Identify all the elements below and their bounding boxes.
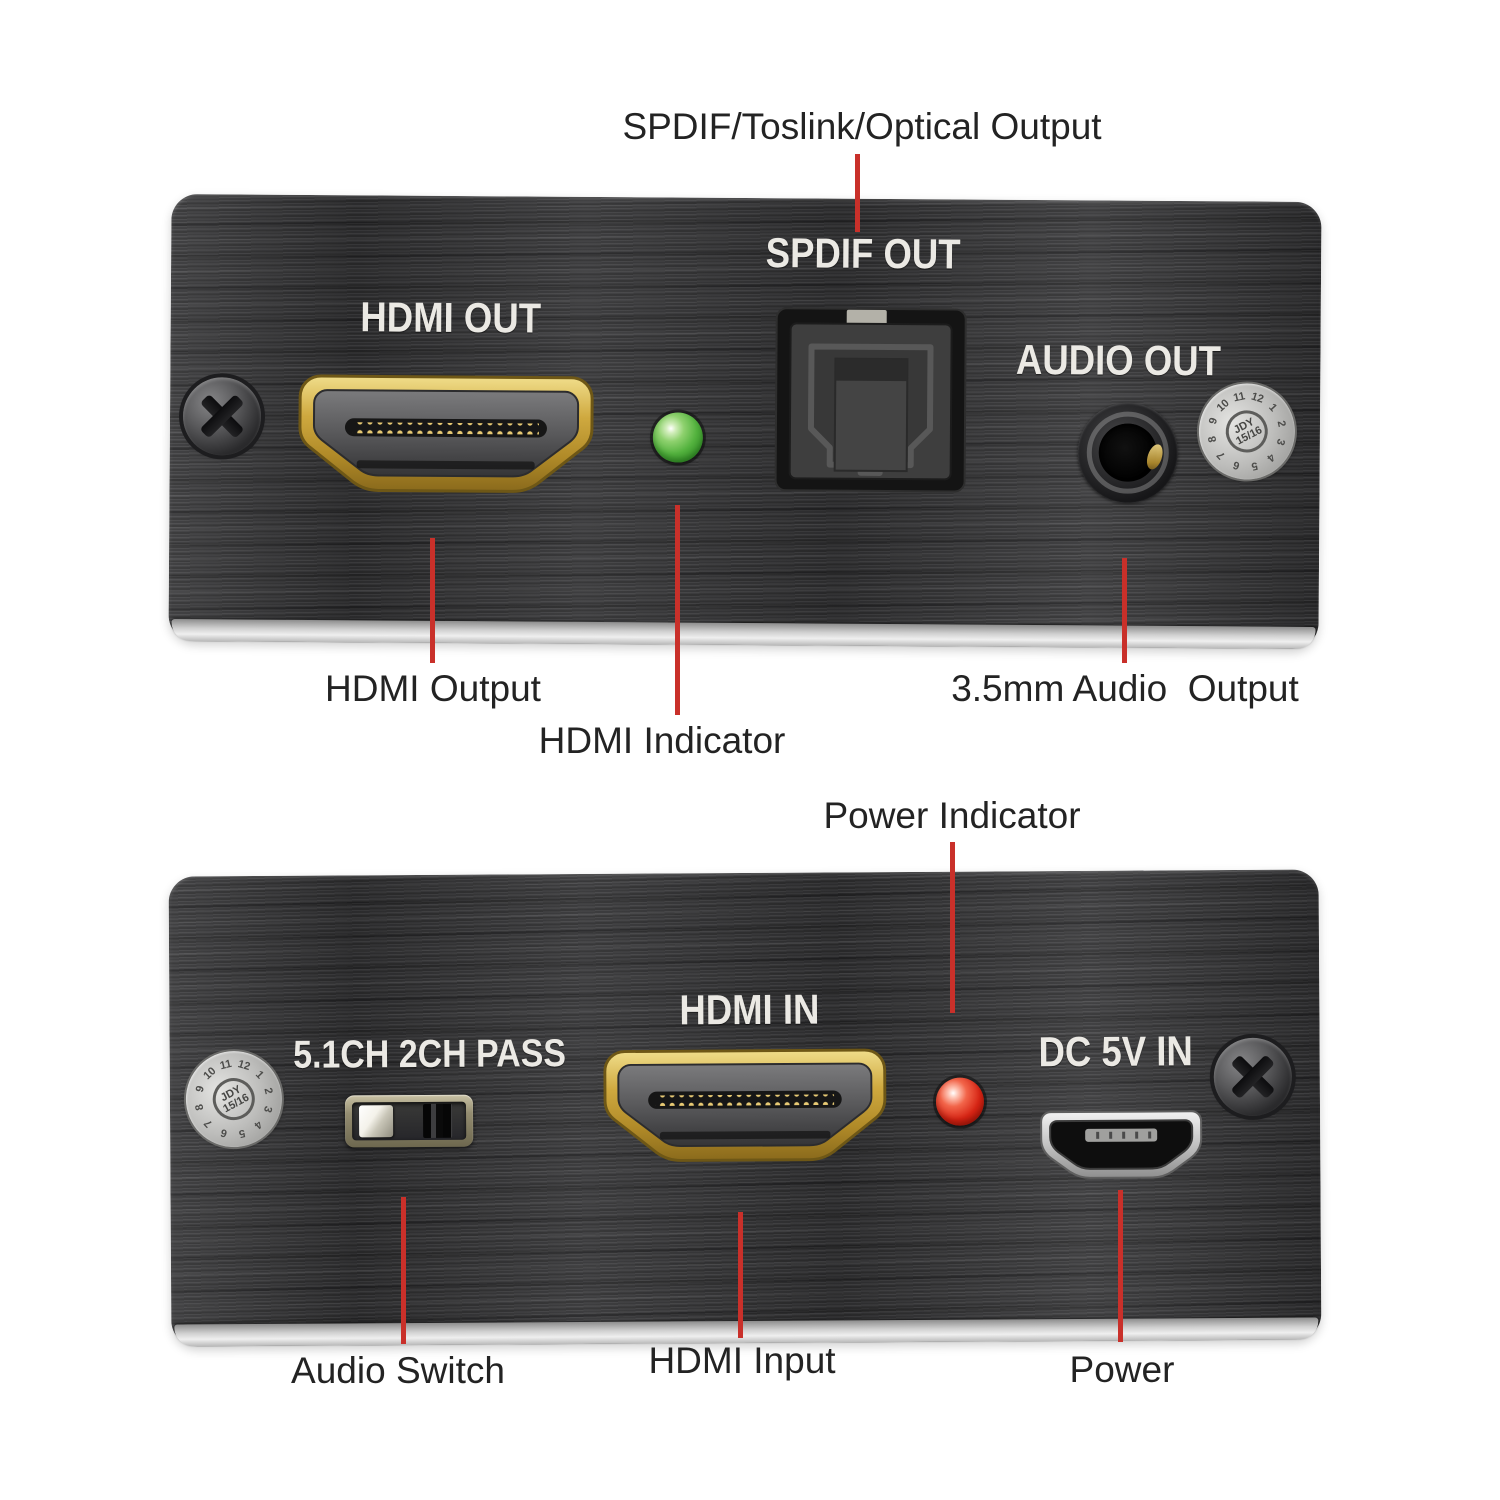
stamp-number: 11 xyxy=(1232,390,1247,405)
callout-hdmi-output: HDMI Output xyxy=(325,668,541,709)
callout-spdif-optical-output: SPDIF/Toslink/Optical Output xyxy=(622,106,1102,147)
stamp-number: 5 xyxy=(237,1126,247,1140)
stamp-number: 3 xyxy=(1273,437,1287,447)
front-panel-bottom-edge xyxy=(171,619,1316,649)
stamp-number: 9 xyxy=(193,1084,208,1094)
stamp-number: 11 xyxy=(218,1057,233,1073)
micro-usb-port-icon xyxy=(1040,1110,1203,1179)
audio-mode-switch xyxy=(344,1094,474,1148)
stamp-number: 7 xyxy=(202,1116,215,1130)
callout-power-indicator: Power Indicator xyxy=(823,795,1081,836)
hdmi-indicator-led xyxy=(652,412,704,463)
stamp-number: 4 xyxy=(251,1118,265,1132)
callout-line-hdmi-input xyxy=(738,1212,743,1338)
stamp-number: 3 xyxy=(260,1104,275,1114)
callout-line-hdmi-indicator xyxy=(675,505,680,715)
callout-line-spdif xyxy=(855,154,860,232)
stamp-number: 1 xyxy=(1266,401,1280,415)
switch-knob xyxy=(358,1105,394,1138)
stamp-number: 2 xyxy=(261,1086,275,1096)
stamp-number: 10 xyxy=(201,1065,219,1083)
hdmi-in-port-icon xyxy=(603,1048,887,1162)
stamp-number: 8 xyxy=(1206,434,1220,444)
audio-jack-icon xyxy=(1077,402,1179,504)
hdmi-out-port-icon xyxy=(298,374,594,493)
screw-icon xyxy=(1213,1037,1293,1117)
stamp-number: 8 xyxy=(193,1102,207,1112)
power-indicator-led xyxy=(935,1077,985,1126)
spdif-toslink-port-icon xyxy=(774,307,967,493)
callout-hdmi-input: HDMI Input xyxy=(648,1340,836,1381)
stamp-number: 10 xyxy=(1214,397,1232,415)
callout-audio-switch: Audio Switch xyxy=(291,1350,505,1391)
callout-power: Power xyxy=(1069,1349,1175,1390)
callout-line-hdmi-output xyxy=(430,538,435,663)
stamp-number: 6 xyxy=(219,1126,229,1140)
callout-line-power-indicator xyxy=(950,842,955,1013)
front-panel: HDMI OUT SPDIF OUT AUDIO OUT xyxy=(168,193,1322,650)
front-panel-audio-out-label: AUDIO OUT xyxy=(1015,335,1222,385)
stamp-number: 1 xyxy=(252,1068,266,1082)
stamp-number: 12 xyxy=(236,1058,252,1074)
stamp-number: 4 xyxy=(1264,450,1277,464)
stamp-number: 9 xyxy=(1206,416,1221,426)
rear-panel-switch-label: 5.1CH 2CH PASS xyxy=(293,1032,567,1077)
callout-audio-output: 3.5mm Audio Output xyxy=(951,668,1299,709)
callout-hdmi-indicator: HDMI Indicator xyxy=(538,720,786,761)
stamp-number: 12 xyxy=(1249,390,1266,406)
rear-panel-dc-in-label: DC 5V IN xyxy=(1038,1027,1193,1076)
front-panel-hdmi-out-label: HDMI OUT xyxy=(360,293,542,342)
callout-line-audio-switch xyxy=(401,1197,406,1344)
screw-icon xyxy=(182,377,262,456)
stamp-number: 2 xyxy=(1274,419,1288,429)
stamp-number: 7 xyxy=(1214,448,1228,462)
callout-line-power xyxy=(1118,1190,1123,1342)
stamp-number: 5 xyxy=(1250,459,1259,473)
front-panel-spdif-out-label: SPDIF OUT xyxy=(765,229,961,278)
callout-line-audio-output xyxy=(1122,558,1127,663)
stamp-number: 6 xyxy=(1231,458,1242,472)
rear-panel-hdmi-in-label: HDMI IN xyxy=(679,985,820,1034)
